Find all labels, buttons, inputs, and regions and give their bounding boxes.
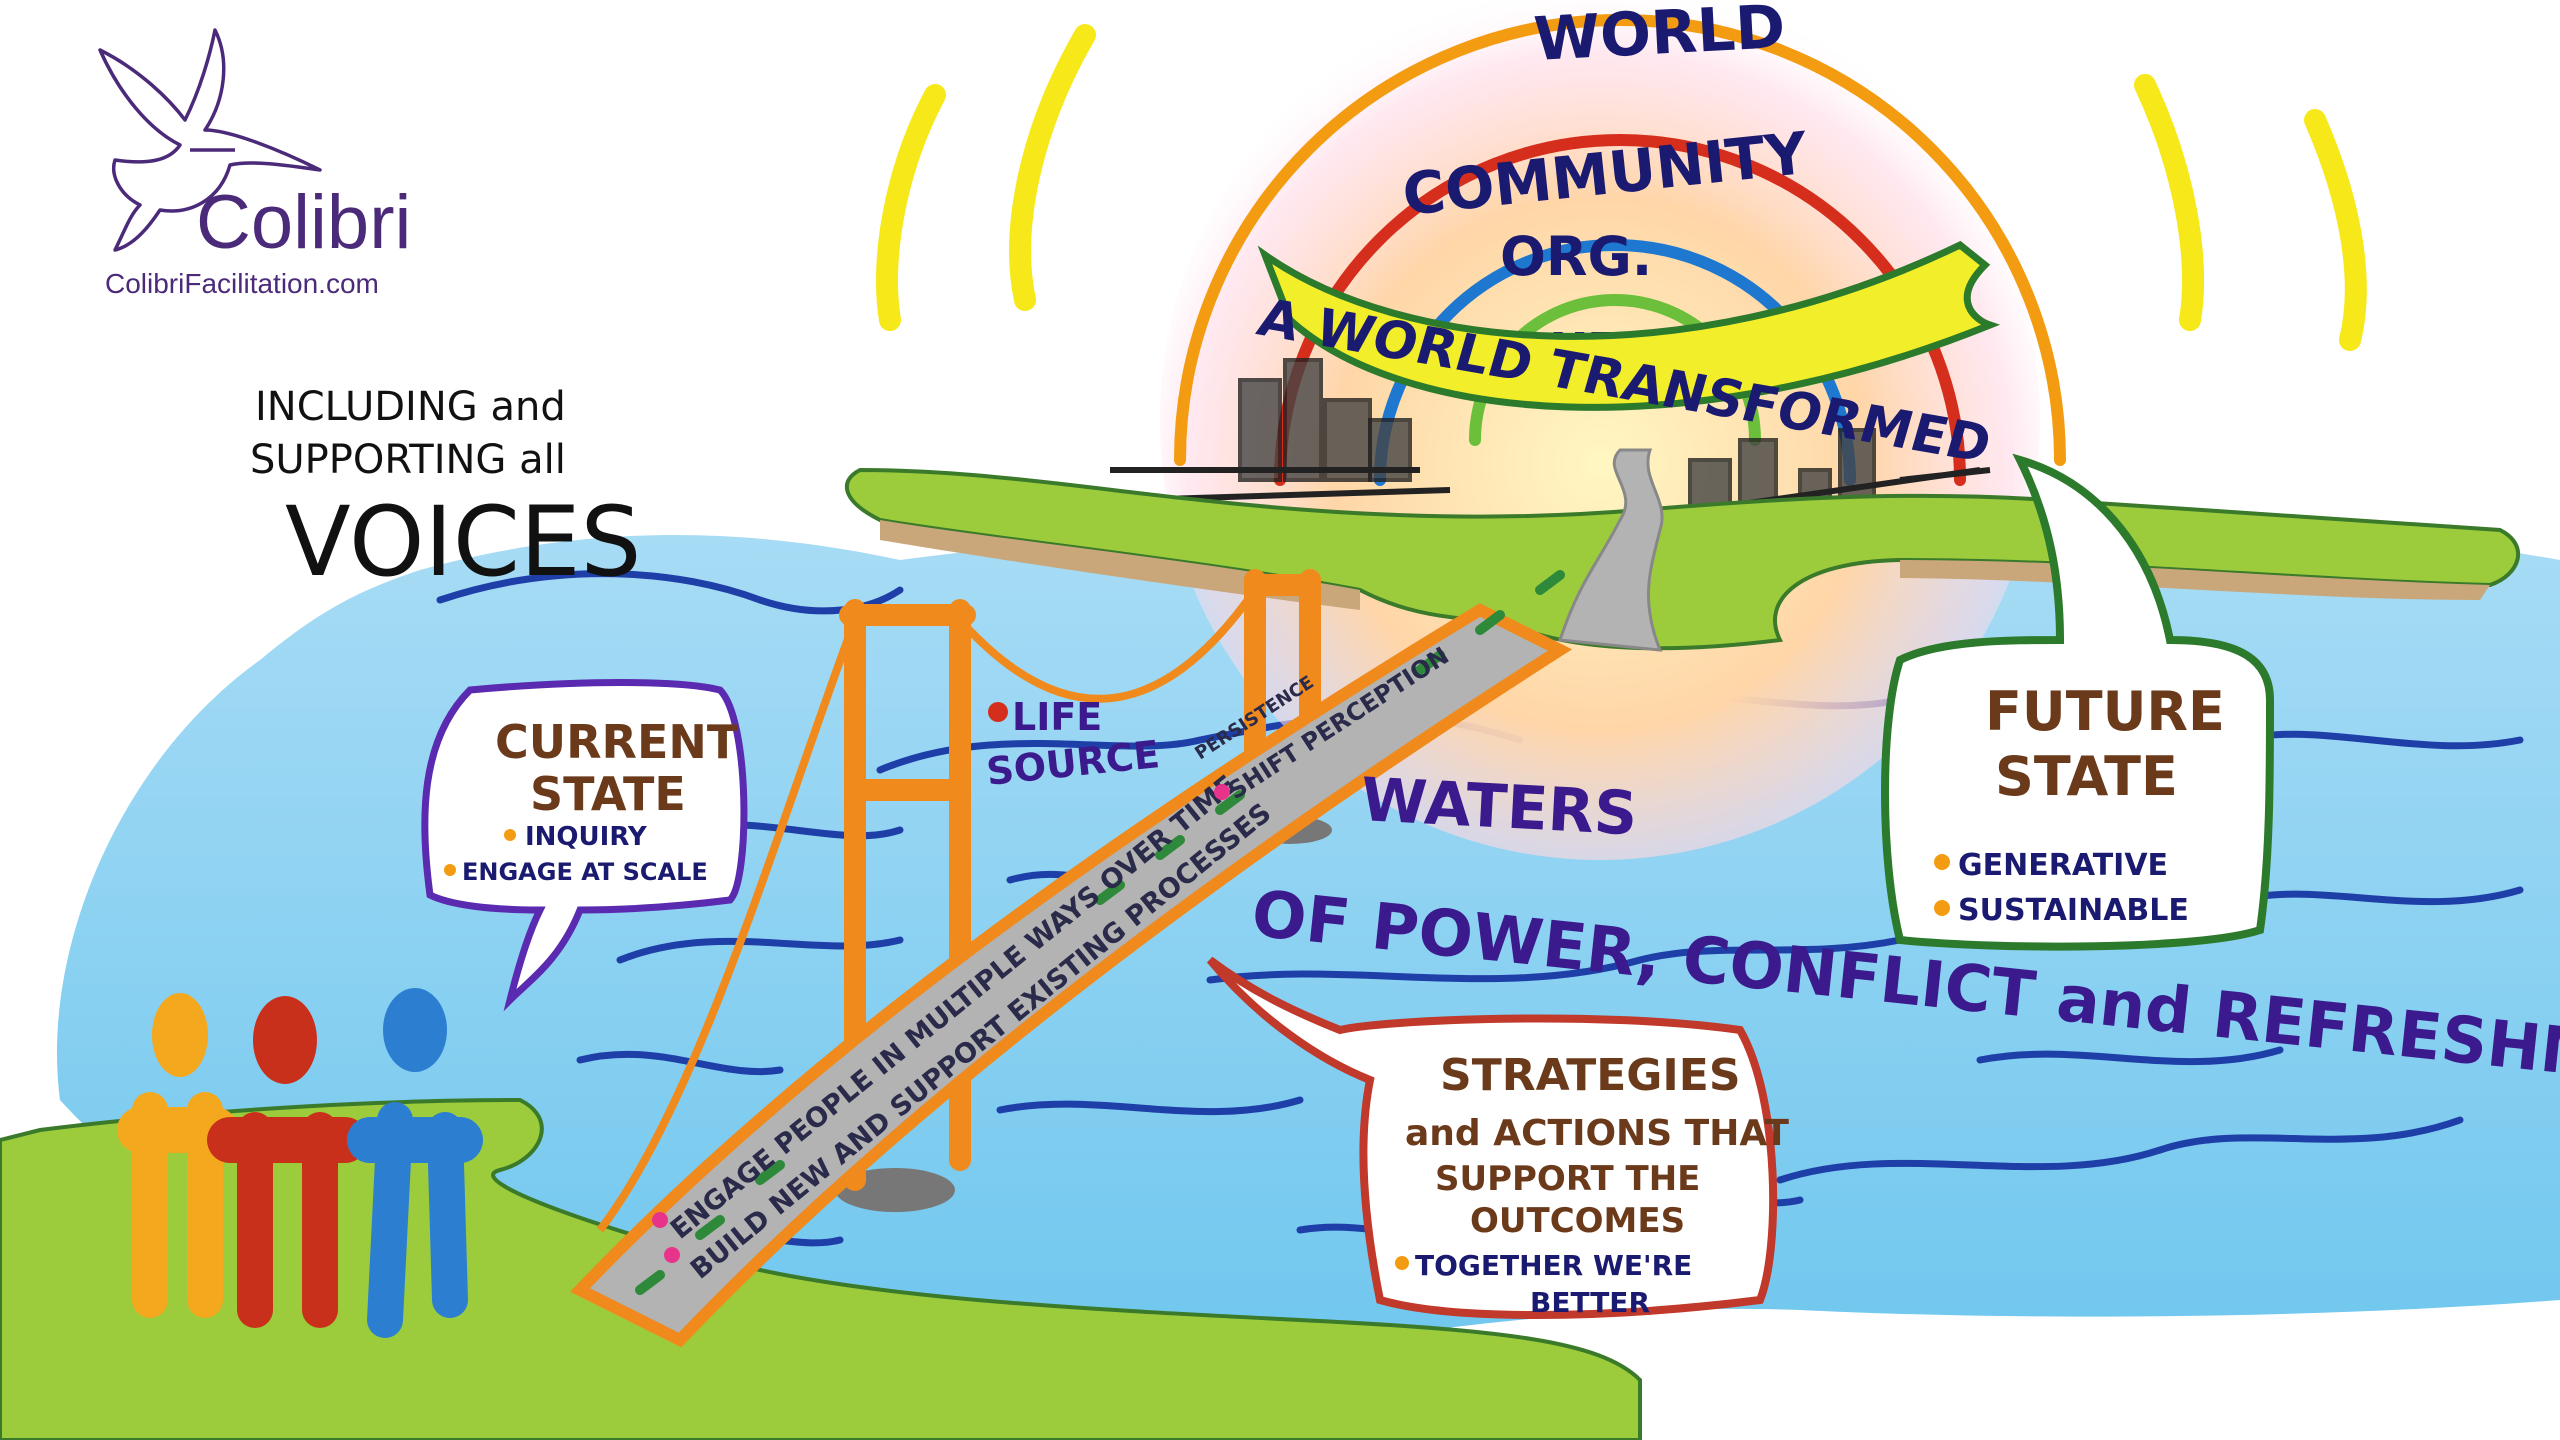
people-figures <box>117 988 483 1338</box>
strategies-line3: SUPPORT THE <box>1435 1159 1700 1199</box>
bullet-pink-1 <box>652 1212 668 1228</box>
strategies-line4: OUTCOMES <box>1470 1201 1685 1241</box>
bridge-lane-dashes <box>635 570 1565 1295</box>
logo[interactable]: Colibri ColibriFacilitation.com <box>98 28 411 299</box>
bridge-cables <box>596 587 1259 1233</box>
bullet-pink-2 <box>664 1247 680 1263</box>
strategies-item2: BETTER <box>1530 1286 1650 1319</box>
transformed-banner <box>1257 240 2001 411</box>
future-state-bubble <box>1881 453 2275 951</box>
future-state-item-generative: GENERATIVE <box>1958 848 2168 883</box>
bullet-future-2 <box>1934 900 1950 916</box>
future-state-title1: FUTURE <box>1985 680 2225 743</box>
current-state-item-inquiry: INQUIRY <box>525 822 648 852</box>
voices-line1: INCLUDING and <box>255 384 566 430</box>
strategies-line1: STRATEGIES <box>1440 1050 1741 1101</box>
label-world: WORLD <box>1532 0 1787 75</box>
logo-name: Colibri <box>196 180 411 265</box>
future-state-item-sustainable: SUSTAINABLE <box>1958 893 2189 928</box>
person-yellow <box>117 993 238 1318</box>
strategies-line2: and ACTIONS THAT <box>1405 1113 1789 1154</box>
current-state-item-engage: ENGAGE AT SCALE <box>462 858 708 886</box>
voices-line2: SUPPORTING all <box>250 437 566 483</box>
sun-glow <box>1160 0 2040 860</box>
person-blue <box>347 988 483 1338</box>
bullet-life-source <box>988 702 1008 722</box>
city-left <box>1110 358 1451 533</box>
bullet-current-1 <box>504 829 516 841</box>
bullet-strategies <box>1395 1256 1409 1270</box>
voices-line3: VOICES <box>285 486 641 598</box>
road-winding <box>1557 448 1664 652</box>
current-state-title1: CURRENT <box>495 715 739 769</box>
life-source-line1: LIFE <box>1012 695 1102 739</box>
bullet-current-2 <box>444 864 456 876</box>
future-state-title2: STATE <box>1995 745 2178 808</box>
logo-url[interactable]: ColibriFacilitation.com <box>105 268 379 299</box>
ring-world <box>1174 14 2066 466</box>
current-state-bubble <box>421 679 748 1012</box>
bullet-future-1 <box>1934 854 1950 870</box>
hummingbird-icon <box>98 28 322 252</box>
bridge-deck <box>570 603 1573 1348</box>
label-org: ORG. <box>1500 225 1652 288</box>
current-state-title2: STATE <box>530 767 686 821</box>
person-red <box>207 996 368 1328</box>
strategies-bubble <box>1206 956 1778 1319</box>
waters-line1: WATERS <box>1359 765 1639 849</box>
strategies-item1: TOGETHER WE'RE <box>1415 1249 1692 1282</box>
bullet-pink-3 <box>1214 784 1230 800</box>
sun-rays <box>876 24 2367 351</box>
